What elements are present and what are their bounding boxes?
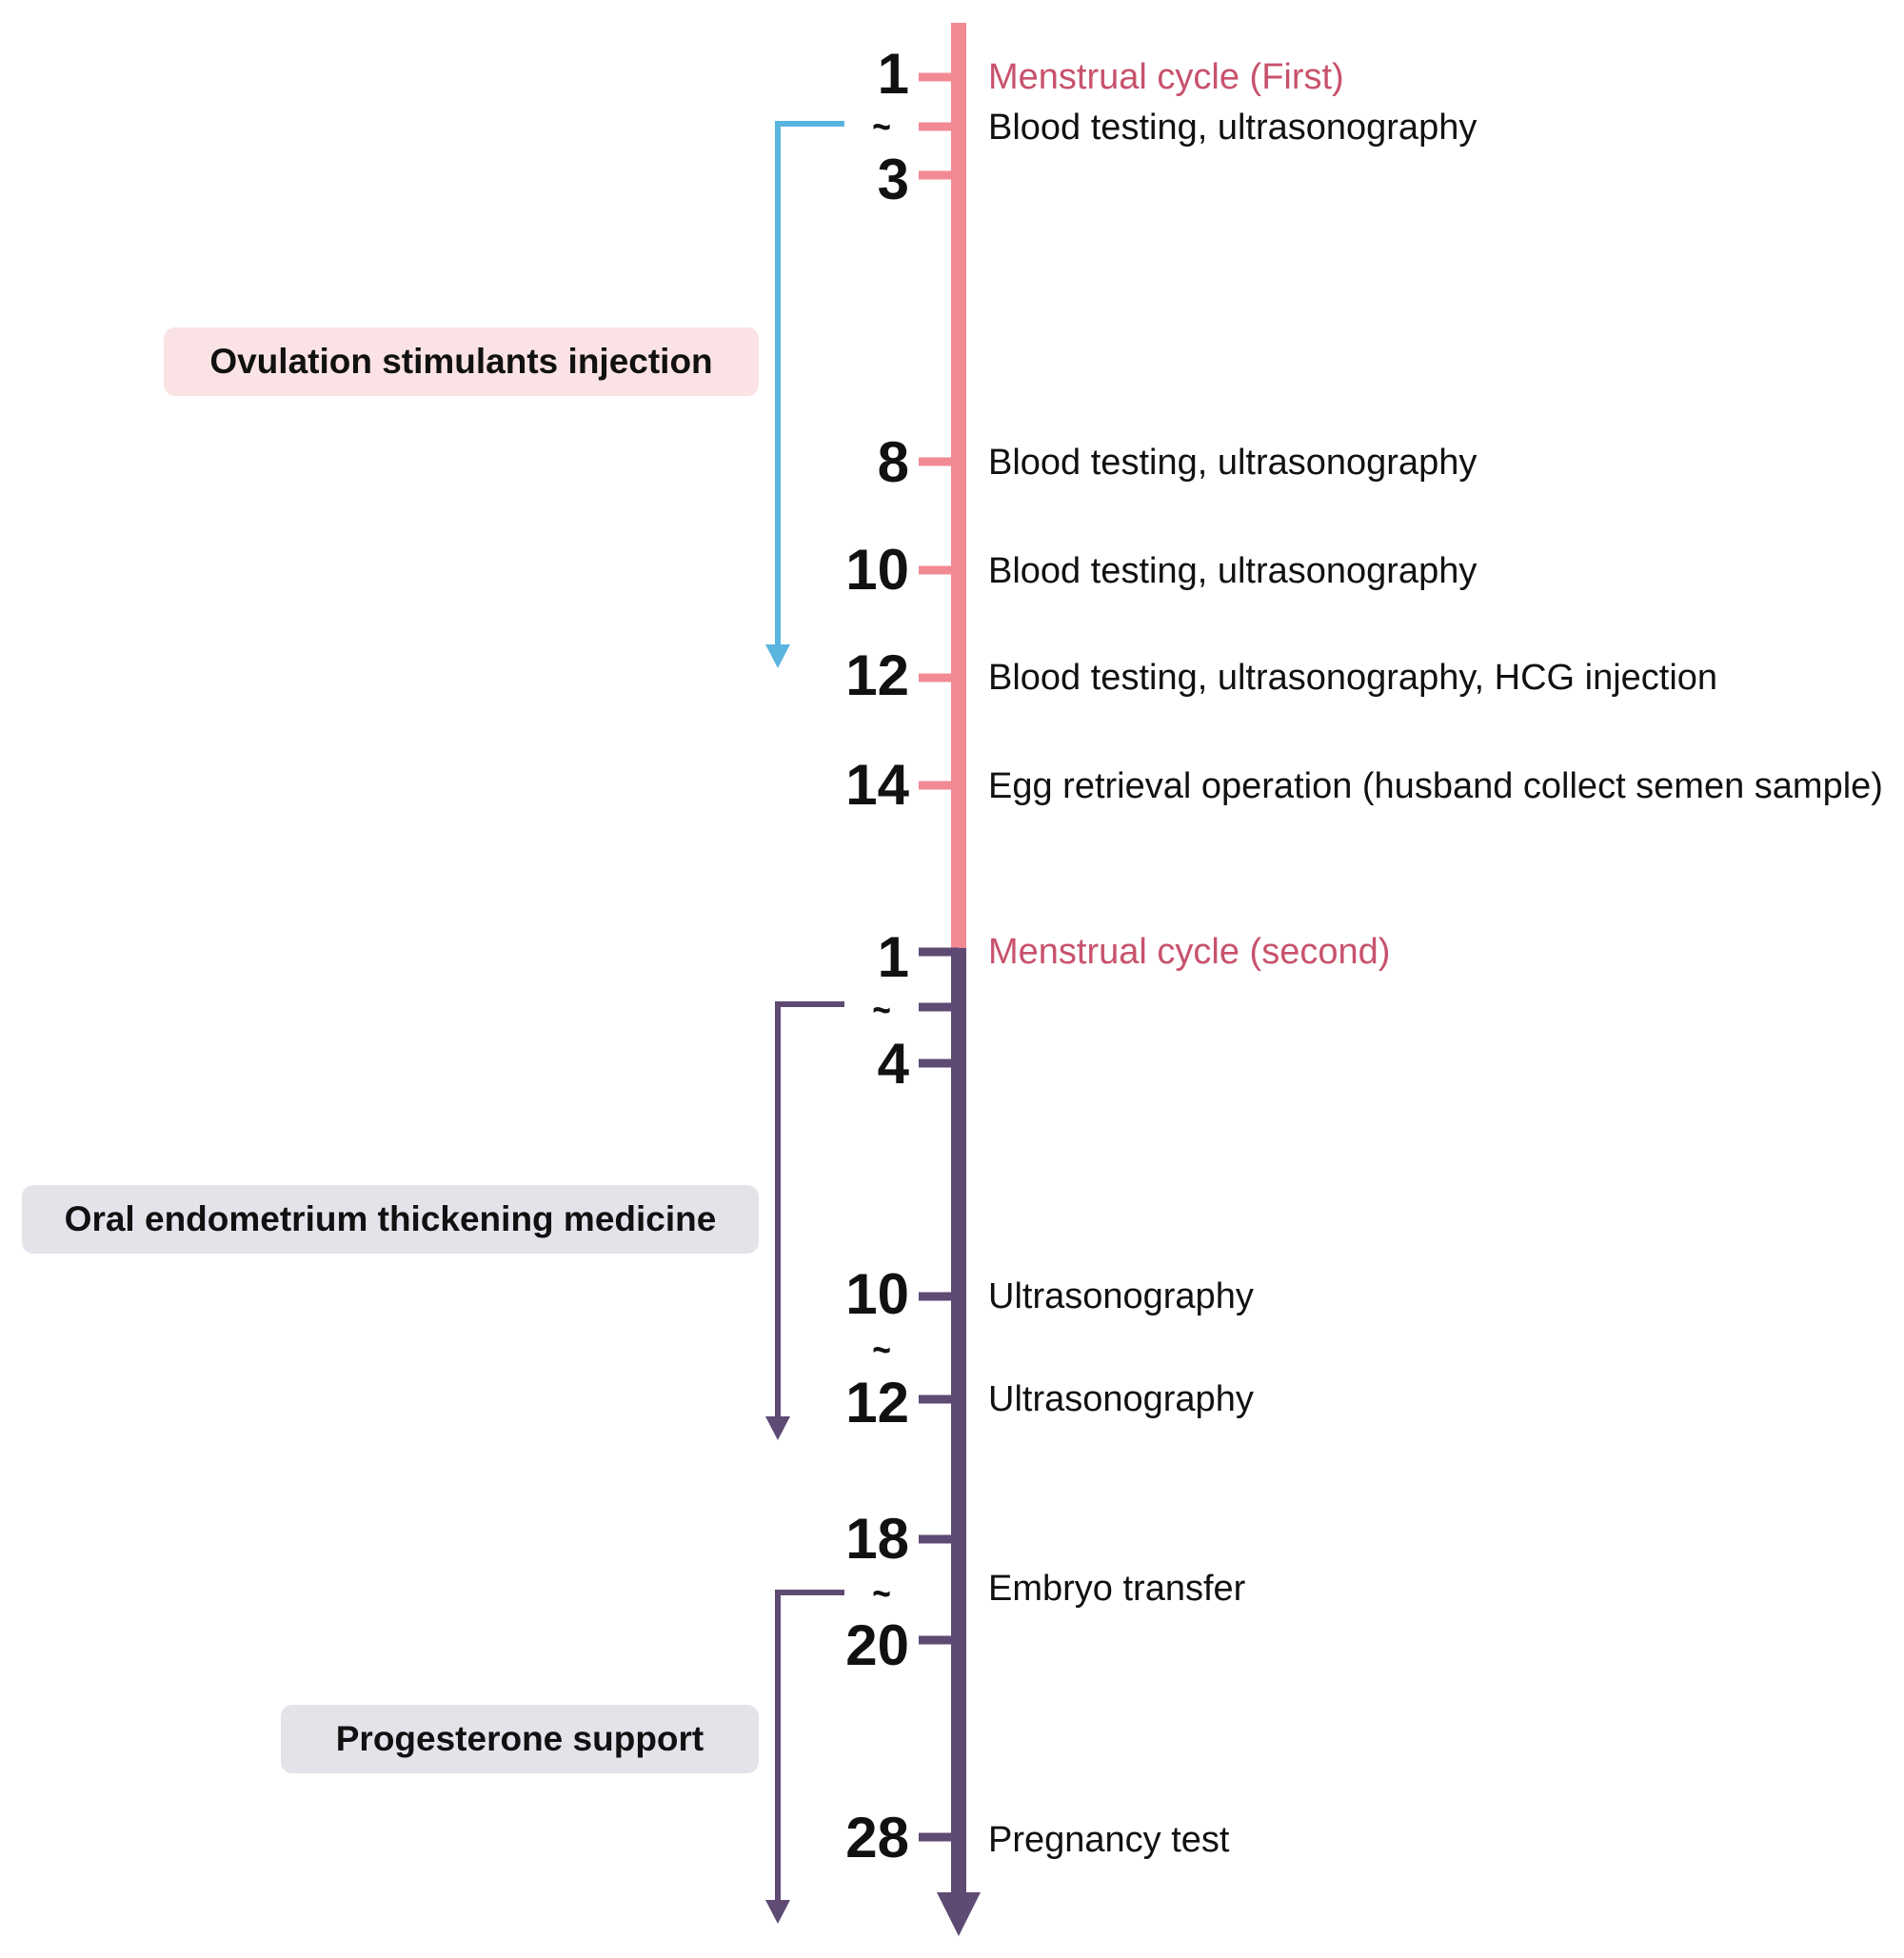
day-number: 14 <box>845 753 909 817</box>
tilde-separator: ~ <box>872 1327 891 1372</box>
phase-box-oral-medicine: Oral endometrium thickening medicine <box>22 1185 759 1254</box>
progesterone-bracket-line <box>775 1590 844 1906</box>
event-label: Blood testing, ultrasonography <box>988 443 1478 483</box>
phase-label: Ovulation stimulants injection <box>209 342 713 381</box>
day-number: 20 <box>845 1613 909 1677</box>
phase-label: Oral endometrium thickening medicine <box>64 1199 717 1238</box>
event-label: Embryo transfer <box>988 1569 1246 1609</box>
event-label: Pregnancy test <box>988 1820 1230 1860</box>
day-number: 18 <box>845 1507 909 1571</box>
ovulation-bracket-line <box>775 121 844 650</box>
oral-medicine-bracket-line <box>775 1001 844 1422</box>
phase-label: Progesterone support <box>335 1719 704 1758</box>
tilde-separator: ~ <box>872 987 891 1032</box>
day-number: 28 <box>845 1806 909 1869</box>
tilde-separator: ~ <box>872 104 891 148</box>
ovulation-bracket-arrowhead <box>765 644 790 668</box>
day-number: 4 <box>877 1032 909 1096</box>
event-label: Ultrasonography <box>988 1379 1254 1419</box>
event-label: Blood testing, ultrasonography <box>988 108 1478 148</box>
event-label: Ultrasonography <box>988 1276 1254 1316</box>
phase-box-ovulation: Ovulation stimulants injection <box>164 327 759 396</box>
phase-box-progesterone: Progesterone support <box>281 1705 759 1773</box>
day-number: 1 <box>877 42 909 106</box>
event-label: Blood testing, ultrasonography, HCG inje… <box>988 658 1718 698</box>
day-number: 10 <box>845 538 909 602</box>
day-number: 10 <box>845 1262 909 1326</box>
event-label: Egg retrieval operation (husband collect… <box>988 766 1883 806</box>
day-number: 12 <box>845 643 909 707</box>
day-number: 8 <box>877 430 909 494</box>
tilde-separator: ~ <box>872 1571 891 1615</box>
day-number: 12 <box>845 1371 909 1434</box>
progesterone-bracket-arrowhead <box>765 1900 790 1924</box>
oral-medicine-bracket-arrowhead <box>765 1416 790 1440</box>
cycle-label-first: Menstrual cycle (First) <box>988 57 1344 97</box>
timeline-arrowhead <box>937 1892 981 1936</box>
day-number: 3 <box>877 148 909 211</box>
day-number: 1 <box>877 925 909 989</box>
cycle-label-second: Menstrual cycle (second) <box>988 932 1391 972</box>
event-label: Blood testing, ultrasonography <box>988 551 1478 591</box>
